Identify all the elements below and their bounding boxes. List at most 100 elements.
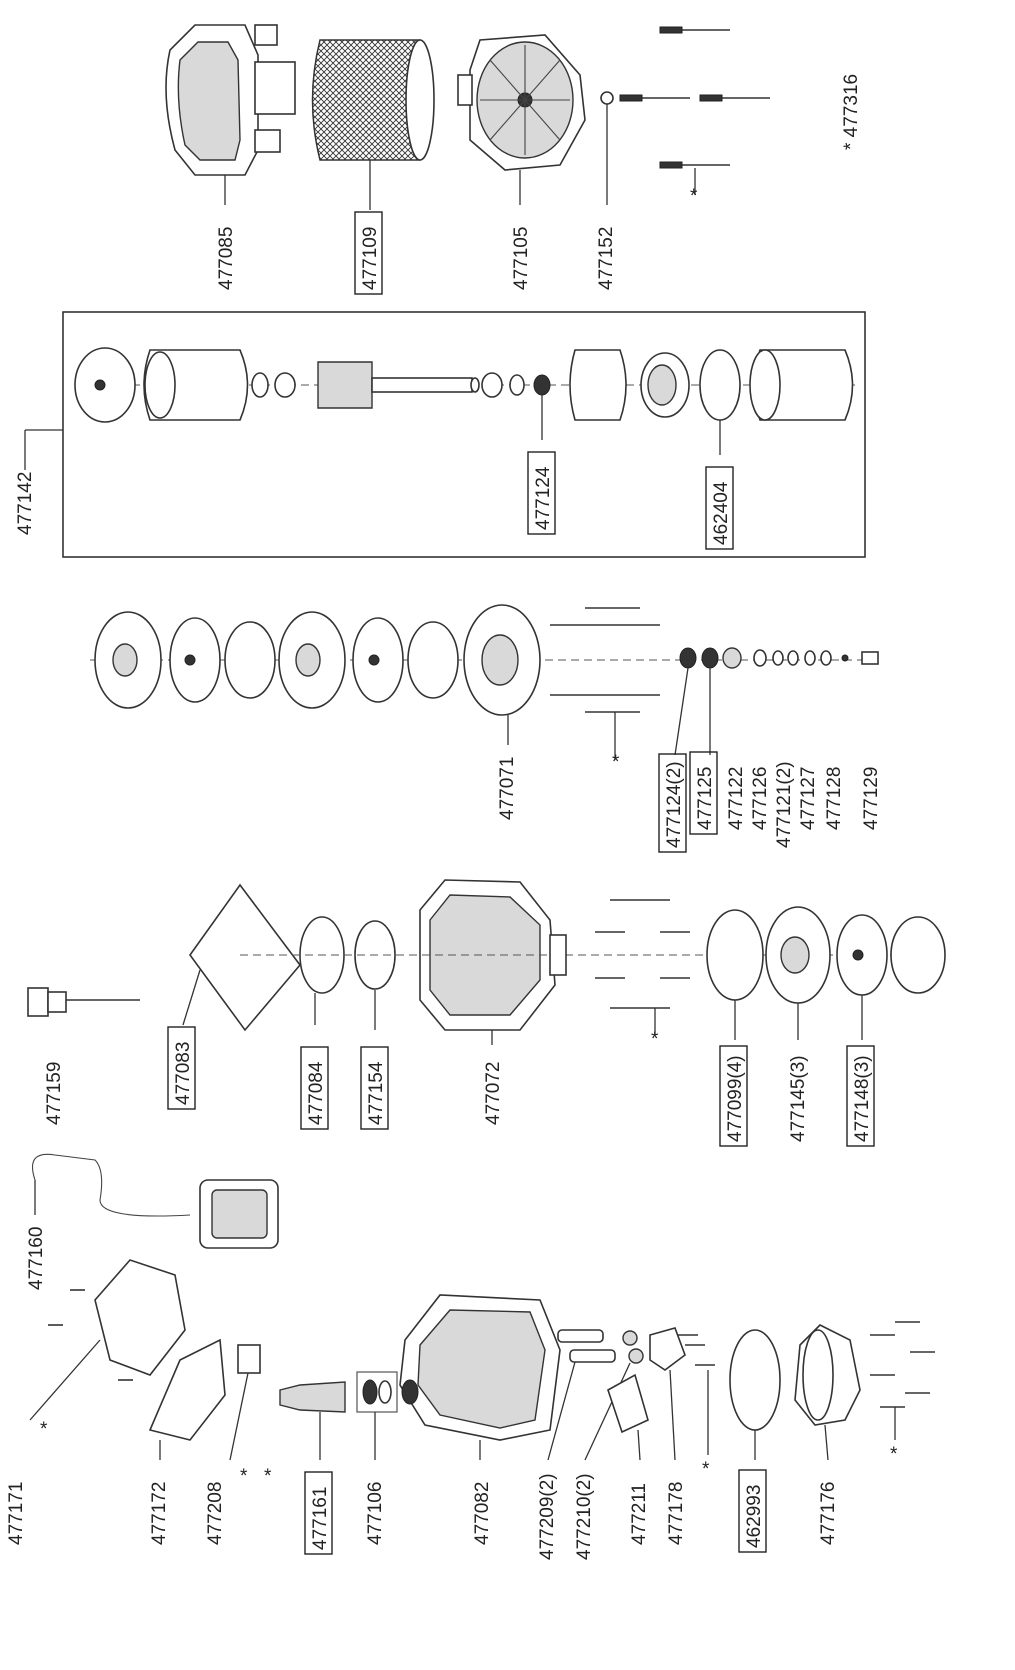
part-seals-washers-stack — [674, 647, 879, 756]
svg-text:477171: 477171 — [6, 1482, 27, 1545]
label-477127: 477127 — [798, 767, 819, 830]
label-477171: 477171 — [6, 1482, 27, 1545]
svg-text:477122: 477122 — [726, 767, 747, 830]
label-462404: 462404 — [705, 466, 734, 550]
svg-text:477178: 477178 — [666, 1482, 687, 1545]
label-477124: 477124 — [527, 451, 556, 535]
label-477072: 477072 — [483, 1062, 504, 1125]
svg-text:477124(2): 477124(2) — [664, 761, 685, 848]
label-477121-2: 477121(2) — [774, 761, 795, 848]
label-477145-3: 477145(3) — [788, 1055, 809, 1142]
part-477105-fan-cover — [457, 34, 586, 205]
svg-text:477128: 477128 — [824, 767, 845, 830]
part-477208-switch — [229, 1344, 261, 1461]
part-477161-nozzle — [279, 1381, 346, 1460]
label-477129: 477129 — [861, 767, 882, 830]
part-477148-diffuser — [836, 914, 946, 1040]
label-477210-2: 477210(2) — [574, 1473, 595, 1560]
label-477124-2: 477124(2) — [658, 753, 687, 853]
label-477106: 477106 — [365, 1482, 386, 1545]
label-477122: 477122 — [726, 767, 747, 830]
label-477142: 477142 — [15, 472, 36, 535]
svg-text:477148(3): 477148(3) — [852, 1055, 873, 1142]
asterisk-mark: * — [651, 1029, 659, 1050]
part-477083-gasket — [182, 883, 302, 1032]
label-477211: 477211 — [629, 1483, 650, 1545]
label-477209-2: 477209(2) — [537, 1473, 558, 1560]
asterisk-mark: * — [40, 1419, 48, 1440]
svg-text:477129: 477129 — [861, 767, 882, 830]
label-477128: 477128 — [824, 767, 845, 830]
svg-text:477071: 477071 — [497, 757, 518, 820]
part-477142-motor-assembly — [24, 311, 866, 558]
part-477172-handle-cover — [148, 1338, 226, 1460]
svg-text:* 477316: * 477316 — [841, 74, 862, 150]
svg-text:477172: 477172 — [149, 1482, 170, 1545]
svg-text:462993: 462993 — [744, 1485, 765, 1548]
part-477072-screws — [595, 899, 690, 1035]
part-477211-cap — [607, 1373, 649, 1461]
asterisk-mark: * — [702, 1459, 710, 1480]
svg-text:477142: 477142 — [15, 472, 36, 535]
label-477160: 477160 — [26, 1227, 47, 1290]
part-477085-motor-cover — [165, 24, 296, 205]
label-477172: 477172 — [149, 1482, 170, 1545]
svg-text:477106: 477106 — [365, 1482, 386, 1545]
svg-text:477085: 477085 — [216, 227, 237, 290]
asterisk-mark: * — [890, 1444, 898, 1465]
label-477105: 477105 — [511, 227, 532, 290]
label-477161: 477161 — [304, 1471, 333, 1555]
part-462993-o-ring — [729, 1329, 781, 1460]
part-477084-o-ring — [299, 916, 345, 1025]
svg-text:477072: 477072 — [483, 1062, 504, 1125]
svg-text:477145(3): 477145(3) — [788, 1055, 809, 1142]
svg-text:477159: 477159 — [44, 1062, 65, 1125]
svg-text:477084: 477084 — [306, 1061, 327, 1125]
svg-text:477152: 477152 — [596, 227, 617, 290]
svg-text:477125: 477125 — [695, 767, 716, 830]
svg-text:477161: 477161 — [310, 1487, 331, 1550]
asterisk-mark: * — [690, 186, 698, 207]
label-477084: 477084 — [300, 1046, 329, 1130]
svg-text:477083: 477083 — [173, 1042, 194, 1105]
svg-text:477126: 477126 — [750, 767, 771, 830]
svg-text:477121(2): 477121(2) — [774, 761, 795, 848]
label-477109: 477109 — [354, 211, 383, 295]
part-477106-nozzle-seals — [356, 1371, 398, 1460]
part-477072-pump-housing — [240, 879, 940, 1045]
part-477099-diaphragm — [706, 909, 764, 1040]
part-477176-base-ring — [794, 1321, 935, 1461]
label-477085: 477085 — [216, 227, 237, 290]
part-477145-impeller — [765, 906, 831, 1040]
label-477125: 477125 — [689, 751, 718, 835]
part-477071-impeller-stack — [90, 604, 880, 745]
svg-text:477210(2): 477210(2) — [574, 1473, 595, 1560]
part-477178-valve — [649, 1327, 715, 1461]
svg-text:477211: 477211 — [629, 1483, 650, 1545]
svg-text:477209(2): 477209(2) — [537, 1473, 558, 1560]
svg-text:462404: 462404 — [711, 481, 732, 545]
svg-text:477154: 477154 — [366, 1061, 387, 1125]
asterisk-mark: * — [264, 1466, 272, 1487]
part-477152-screws — [600, 26, 770, 205]
part-477071-screws — [550, 607, 660, 760]
label-477159: 477159 — [44, 1062, 65, 1125]
svg-text:477208: 477208 — [205, 1482, 226, 1545]
part-477210-nuts — [584, 1330, 644, 1461]
label-477148-3: 477148(3) — [846, 1045, 875, 1147]
svg-text:477109: 477109 — [360, 227, 381, 290]
label-477178: 477178 — [666, 1482, 687, 1545]
label-477316: * 477316 — [841, 74, 862, 150]
label-477152: 477152 — [596, 227, 617, 290]
part-477160-float-switch — [31, 1153, 279, 1249]
label-477126: 477126 — [750, 767, 771, 830]
part-477082-pump-base — [399, 1294, 561, 1460]
asterisk-mark: * — [612, 752, 620, 773]
label-462993: 462993 — [738, 1469, 767, 1553]
part-477154-o-ring — [354, 920, 396, 1030]
svg-text:477105: 477105 — [511, 227, 532, 290]
label-477208: 477208 — [205, 1482, 226, 1545]
label-477083: 477083 — [167, 1026, 196, 1110]
part-477171-handle — [29, 1259, 186, 1421]
